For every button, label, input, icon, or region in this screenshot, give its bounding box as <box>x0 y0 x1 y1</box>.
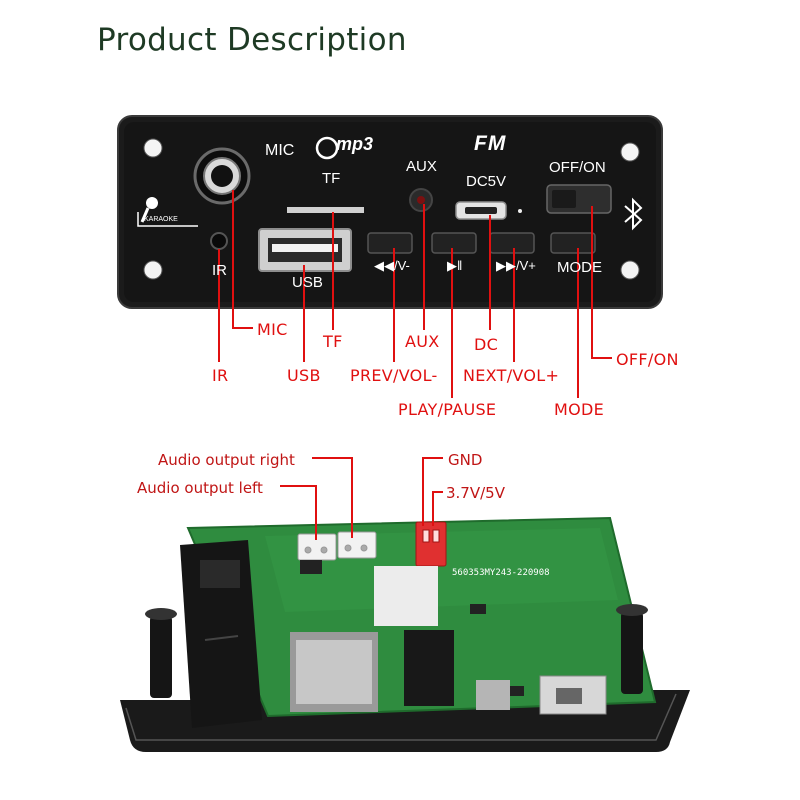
panel-mic-label: MIC <box>265 142 295 159</box>
tf-card-slot <box>287 207 364 213</box>
callout-power: 3.7V/5V <box>446 484 505 502</box>
board-mic-jack <box>180 540 262 728</box>
mounting-hole <box>143 138 640 280</box>
panel-karaoke-label: KARAOKE <box>144 216 178 223</box>
panel-prev-label: ◀◀/V- <box>374 258 410 273</box>
panel-play-label: ▶‖ <box>447 258 463 273</box>
callout-usb: USB <box>287 366 321 385</box>
aux-jack <box>409 188 433 212</box>
callout-next-vol: NEXT/VOL+ <box>463 366 560 385</box>
power-switch <box>546 184 612 214</box>
mp3-logo: mp3 <box>336 134 374 154</box>
panel-mode-label: MODE <box>557 259 602 276</box>
callout-ir: IR <box>212 366 229 385</box>
bluetooth-icon <box>624 197 643 231</box>
panel-tf-label: TF <box>322 170 341 187</box>
board-aux-jack <box>404 630 454 706</box>
panel-off-on-label: OFF/ON <box>549 159 606 176</box>
panel-usb-label: USB <box>292 274 323 291</box>
power-connector <box>415 521 447 567</box>
button-play <box>431 232 477 254</box>
callout-play-pause: PLAY/PAUSE <box>398 400 497 419</box>
panel-aux-label: AUX <box>406 158 437 175</box>
button-prev <box>367 232 413 254</box>
audio-right-connector <box>337 531 377 559</box>
callout-gnd: GND <box>448 451 483 469</box>
ir-receiver <box>210 232 228 250</box>
page-title: Product Description <box>97 22 407 58</box>
callout-audio-right: Audio output right <box>158 451 295 469</box>
board-switch <box>539 675 607 715</box>
dc-port <box>455 201 522 220</box>
bt-module <box>374 566 438 626</box>
panel-dc-label: DC5V <box>466 173 507 190</box>
callout-prev-vol: PREV/VOL- <box>350 366 438 385</box>
button-next <box>489 232 535 254</box>
fm-logo: FM <box>474 132 507 155</box>
tf-socket <box>290 632 378 712</box>
mic-jack <box>193 147 251 205</box>
panel-ir-label: IR <box>212 262 227 279</box>
callout-aux: AUX <box>405 332 440 351</box>
callout-audio-left: Audio output left <box>137 479 263 497</box>
standoff-post <box>145 604 648 698</box>
usb-port <box>258 228 352 272</box>
button-mode <box>550 232 596 254</box>
callout-dc: DC <box>474 335 499 354</box>
callout-mode: MODE <box>554 400 605 419</box>
panel-next-label: ▶▶/V+ <box>496 258 536 273</box>
pcb-code: 560353MY243-220908 <box>452 568 550 578</box>
callout-mic: MIC <box>257 320 288 339</box>
callout-tf: TF <box>323 332 343 351</box>
callout-off-on: OFF/ON <box>616 350 679 369</box>
board-usb <box>476 680 510 710</box>
karaoke-mic-icon <box>137 197 198 227</box>
